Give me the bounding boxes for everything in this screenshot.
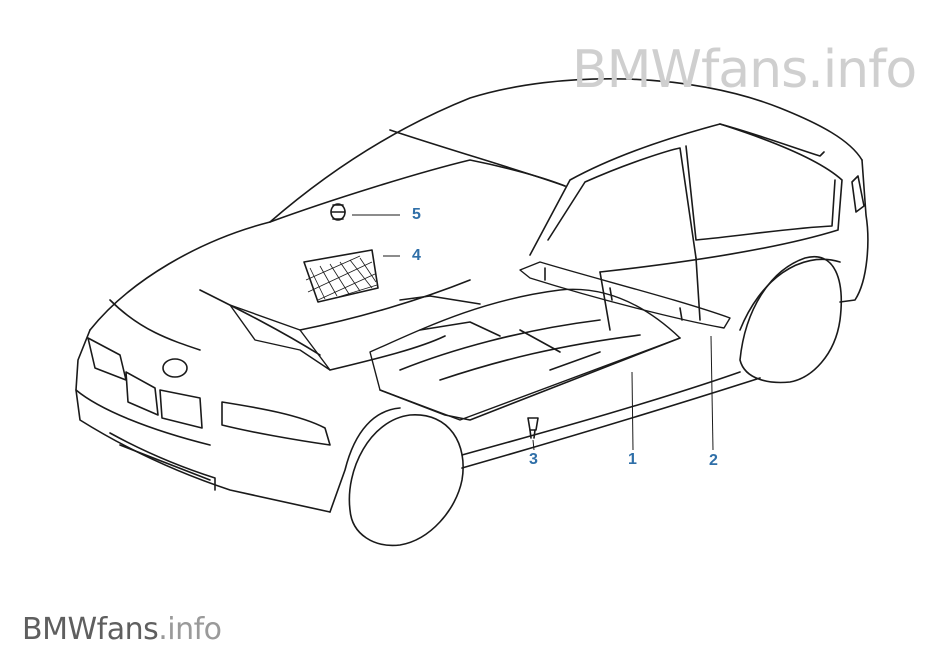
car-outline: [75, 77, 869, 547]
watermark-bottom: BMWfans.info: [22, 612, 222, 647]
callout-1[interactable]: 1: [628, 451, 637, 468]
mesh-pattern: [305, 255, 378, 301]
watermark-top-brand: BMWfans: [572, 40, 808, 100]
leader-lines: [352, 214, 714, 451]
callout-4[interactable]: 4: [412, 247, 421, 264]
watermark-bottom-suffix: .info: [158, 612, 222, 647]
watermark-top: BMWfans.info: [572, 40, 917, 100]
callout-5[interactable]: 5: [412, 206, 421, 223]
callout-3[interactable]: 3: [529, 451, 538, 468]
callout-2[interactable]: 2: [709, 452, 718, 469]
watermark-top-suffix: .info: [807, 40, 917, 100]
watermark-bottom-brand: BMWfans: [22, 612, 159, 647]
